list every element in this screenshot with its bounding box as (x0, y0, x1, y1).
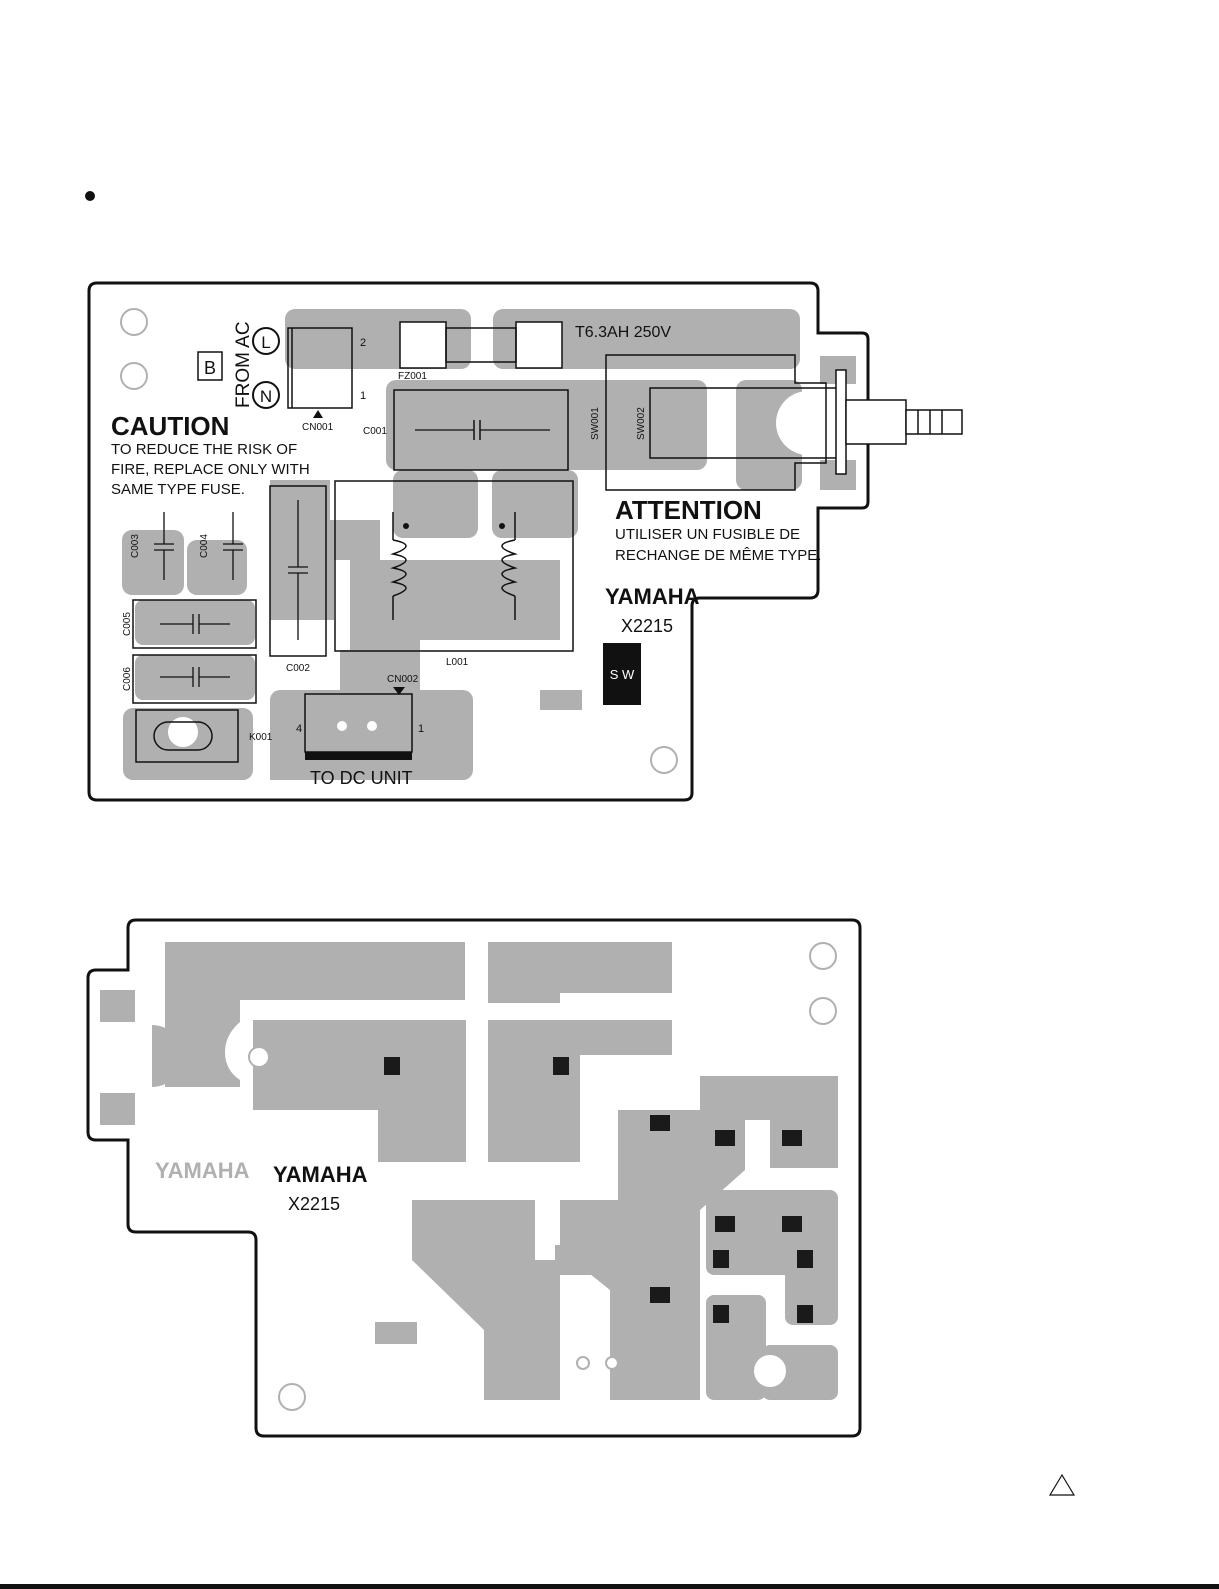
bottom-board: YAMAHA YAMAHA X2215 (88, 920, 860, 1436)
c003-label: C003 (130, 534, 141, 558)
cn002-label: CN002 (387, 674, 419, 685)
to-dc-unit-label: TO DC UNIT (310, 768, 413, 788)
cn002-pin4: 4 (296, 723, 302, 735)
c004-label: C004 (199, 534, 210, 558)
caution-title: CAUTION (111, 411, 229, 441)
l001-label: L001 (446, 657, 469, 668)
switch-shaft (836, 370, 962, 474)
bullet-icon (85, 191, 95, 201)
attention-line-1: UTILISER UN FUSIBLE DE (615, 526, 800, 543)
sw002-label: SW002 (636, 407, 647, 440)
fuse-rating: T6.3AH 250V (575, 324, 671, 341)
k001-label: K001 (249, 732, 273, 743)
terminal-l-label: L (261, 333, 270, 352)
attention-title: ATTENTION (615, 495, 762, 525)
cn001-label: CN001 (302, 422, 334, 433)
sw-badge-text: S W (610, 667, 635, 682)
attention-line-2: RECHANGE DE MÊME TYPE. (615, 547, 821, 564)
caution-line-1: TO REDUCE THE RISK OF (111, 441, 297, 458)
terminal-n-label: N (260, 387, 272, 406)
cn001-pin1: 1 (360, 390, 366, 402)
cn002-pin1: 1 (418, 723, 424, 735)
warning-triangle-icon (1050, 1475, 1074, 1495)
l001-dot-left (403, 523, 409, 529)
fz001-clip-left (400, 322, 446, 368)
c001-label: C001 (363, 426, 387, 437)
bottom-brand-logo: YAMAHA (273, 1162, 368, 1187)
caution-line-2: FIRE, REPLACE ONLY WITH (111, 461, 310, 478)
c002-label: C002 (286, 663, 310, 674)
caution-line-3: SAME TYPE FUSE. (111, 481, 245, 498)
top-model-number: X2215 (621, 616, 673, 636)
cn001-pin-marker (313, 410, 323, 418)
cn001-pin2: 2 (360, 337, 366, 349)
c006-label: C006 (122, 667, 133, 691)
top-board: B FROM AC L N 2 1 CN001 FZ001 T6.3AH 250… (89, 283, 962, 800)
l001-dot-right (499, 523, 505, 529)
section-label: B (204, 358, 216, 378)
fz001-label: FZ001 (398, 371, 427, 382)
top-brand-logo: YAMAHA (605, 584, 700, 609)
from-ac-label: FROM AC (233, 321, 254, 408)
bottom-brand-ghost: YAMAHA (155, 1158, 250, 1183)
sw001-label: SW001 (590, 407, 601, 440)
fz001-clip-right (516, 322, 562, 368)
cn002-bar (305, 752, 412, 760)
page-bottom-rule (0, 1584, 1219, 1589)
bottom-model-number: X2215 (288, 1194, 340, 1214)
c005-label: C005 (122, 612, 133, 636)
